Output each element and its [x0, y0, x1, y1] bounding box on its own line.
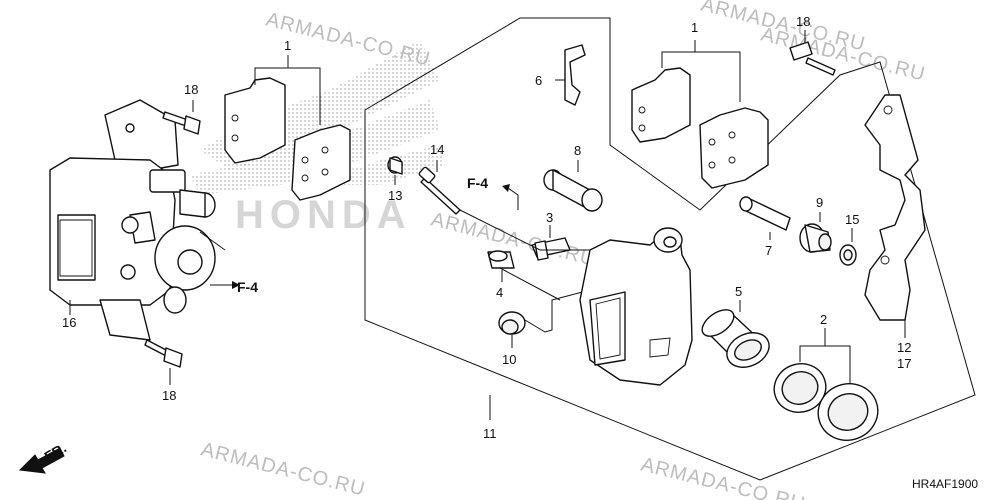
washer-15: [839, 244, 857, 266]
callout-3: 3: [546, 210, 553, 225]
caliper-assembly-outline: [364, 17, 976, 481]
callout-4: 4: [496, 285, 503, 300]
bolt-18-top-left: [162, 111, 201, 135]
caliper-bracket-12: [864, 94, 926, 321]
callout-15: 15: [845, 212, 859, 227]
right-brake-pads: [631, 67, 769, 189]
callout-10: 10: [502, 352, 516, 367]
bolt-18-top-right: [789, 41, 836, 76]
slide-pin-14: [418, 166, 461, 215]
slide-pin-7: [739, 196, 791, 231]
boot-10: [498, 311, 526, 335]
callout-18-top-left: 18: [184, 82, 198, 97]
callout-16: 16: [62, 315, 76, 330]
callout-6: 6: [535, 73, 542, 88]
left-brake-pads: [224, 77, 351, 201]
watermark-5: ARMADA-CO.RU: [639, 454, 808, 500]
callout-8: 8: [574, 143, 581, 158]
callout-17: 17: [897, 356, 911, 371]
caliper-body-11: [579, 227, 693, 386]
callout-1-left: 1: [284, 38, 291, 53]
pin-boot-8: [543, 169, 603, 212]
ref-f4-left: F-4: [237, 279, 258, 295]
callout-5: 5: [735, 284, 742, 299]
diagram-code: HR4AF1900: [912, 477, 978, 491]
callout-18-top-right: 18: [796, 14, 810, 29]
callout-13: 13: [388, 188, 402, 203]
piston-5: [701, 309, 770, 368]
callout-2: 2: [820, 312, 827, 327]
callout-11: 11: [483, 426, 497, 441]
front-direction-arrow: [18, 447, 65, 474]
left-caliper-assembly: [49, 99, 226, 341]
dust-cap-13: [387, 156, 403, 175]
callout-18-bottom-left: 18: [162, 388, 176, 403]
pin-boot-9: [799, 223, 832, 253]
callout-1-right: 1: [691, 20, 698, 35]
watermark-4: ARMADA-CO.RU: [199, 439, 368, 500]
watermark-3: ARMADA-CO.RU: [429, 209, 598, 271]
pad-spring-6: [564, 44, 586, 106]
ref-f4-middle: F-4: [467, 175, 488, 191]
callout-9: 9: [816, 195, 823, 210]
callout-14: 14: [430, 142, 444, 157]
piston-seals-2: [773, 363, 879, 441]
callout-7: 7: [765, 243, 772, 258]
brand-watermark-text: HONDA: [235, 193, 412, 237]
bolt-18-bottom-left: [144, 339, 183, 368]
callout-12: 12: [897, 340, 911, 355]
bleed-cap-4: [487, 250, 515, 269]
